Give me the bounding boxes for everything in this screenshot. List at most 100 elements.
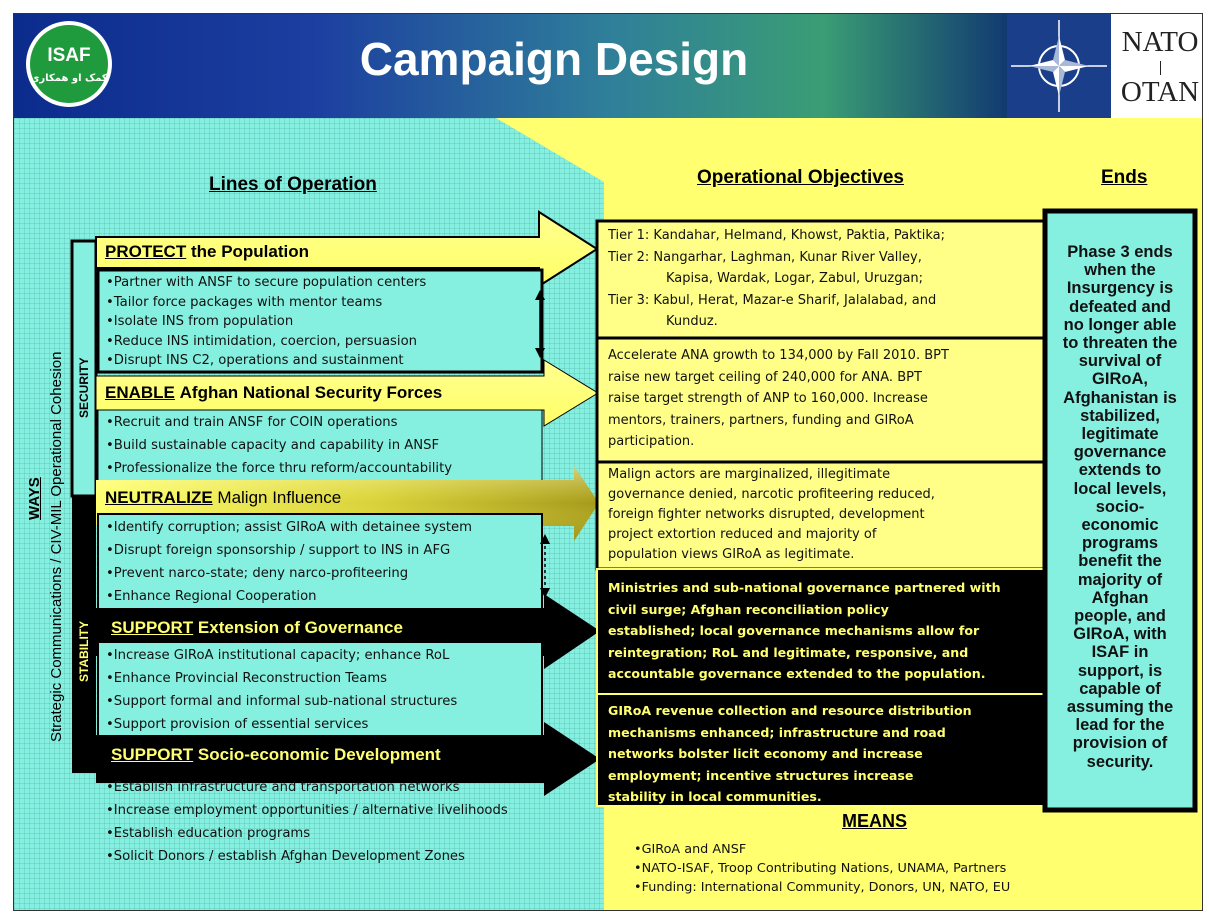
list-item: Establish infrastructure and transportat… (106, 776, 508, 799)
neutralize-items: Identify corruption; assist GIRoA with d… (106, 516, 472, 608)
neutralize-keyword: NEUTRALIZE (105, 488, 213, 507)
isaf-logo-text: ISAF (47, 45, 90, 66)
ends-line: support, is (1077, 661, 1163, 680)
objective-line: population views GIRoA as legitimate. (608, 547, 855, 562)
protect-arrow (95, 210, 599, 288)
list-item: Enhance Regional Cooperation (106, 585, 472, 608)
list-item: Isolate INS from population (106, 312, 426, 332)
list-item: Solicit Donors / establish Afghan Develo… (106, 845, 508, 868)
list-item: Professionalize the force thru reform/ac… (106, 457, 452, 480)
ends-line: socio- (1095, 497, 1145, 516)
means-item: GIRoA and ANSF (634, 840, 1010, 859)
list-item: Reduce INS intimidation, coercion, persu… (106, 332, 426, 352)
enable-heading: ENABLE Afghan National Security Forces (105, 383, 442, 403)
list-item: Disrupt INS C2, operations and sustainme… (106, 351, 426, 371)
objective-line: civil surge; Afghan reconciliation polic… (608, 601, 889, 617)
nato-divider (1160, 61, 1161, 75)
ends-line: Afghan (1091, 588, 1149, 607)
list-item: Prevent narco-state; deny narco-profitee… (106, 562, 472, 585)
objective-line: participation. (608, 434, 695, 449)
ends-line: assuming the (1066, 698, 1174, 717)
page-title: Campaign Design (359, 33, 749, 85)
nato-wordmark (1111, 14, 1202, 118)
governance-rest: Extension of Governance (197, 618, 403, 637)
objective-line: project extortion reduced and majority o… (608, 527, 877, 542)
ends-line: GIRoA, with (1073, 625, 1167, 644)
ends-line: legitimate (1081, 425, 1159, 444)
objective-line: Accelerate ANA growth to 134,000 by Fall… (608, 348, 949, 363)
objective-line: mentors, trainers, partners, funding and… (608, 412, 914, 428)
means-item: NATO-ISAF, Troop Contributing Nations, U… (634, 859, 1010, 878)
objective-line: stability in local communities. (608, 789, 822, 804)
objective-box-4 (596, 568, 1046, 695)
objective-line: mechanisms enhanced; infrastructure and … (608, 724, 946, 740)
list-item: Build sustainable capacity and capabilit… (106, 434, 452, 457)
ends-heading: Ends (1101, 167, 1148, 188)
objective-line: governance denied, narcotic profiteering… (608, 487, 935, 502)
list-item: Establish education programs (106, 822, 508, 845)
means-list: GIRoA and ANSF NATO-ISAF, Troop Contribu… (634, 840, 1011, 897)
ends-line: people, and (1074, 607, 1166, 626)
socioeconomic-rest: Socio-economic Development (197, 745, 441, 764)
ends-line: benefit the (1078, 552, 1162, 571)
strategic-communications-label: Strategic Communications / CIV-MIL Opera… (48, 351, 65, 742)
ends-line: provision of (1072, 734, 1168, 753)
ends-line: stabilized, (1080, 406, 1160, 425)
ends-line: to threaten the (1062, 334, 1178, 353)
objective-line: Ministries and sub-national governance p… (608, 580, 1001, 595)
list-item: Increase employment opportunities / alte… (106, 799, 508, 822)
governance-heading: SUPPORT Extension of Governance (111, 618, 403, 638)
operational-objectives-heading: Operational Objectives (697, 167, 904, 188)
stability-label: STABILITY (77, 620, 91, 682)
ends-line: security. (1086, 752, 1154, 771)
objective-box-1 (595, 219, 1047, 340)
objective-box-3 (595, 460, 1047, 571)
enable-keyword: ENABLE (105, 383, 175, 402)
objective-line: foreign fighter networks disrupted, deve… (608, 507, 925, 522)
governance-items: Increase GIRoA institutional capacity; e… (106, 644, 457, 736)
objective-text-5: GIRoA revenue collection and resource di… (608, 700, 972, 808)
means-item: Funding: International Community, Donors… (634, 878, 1011, 897)
enable-rest: Afghan National Security Forces (179, 383, 443, 402)
objective-line: raise target strength of ANP to 160,000.… (608, 391, 928, 406)
enable-items: Recruit and train ANSF for COIN operatio… (106, 411, 452, 480)
socioeconomic-heading: SUPPORT Socio-economic Development (111, 745, 441, 765)
stability-bracket (72, 496, 96, 773)
ends-line: defeated and (1069, 297, 1171, 316)
otan-label: OTAN (1120, 76, 1200, 108)
security-label: SECURITY (77, 357, 91, 418)
objective-box-2 (595, 336, 1047, 464)
list-item: Identify corruption; assist GIRoA with d… (106, 516, 472, 539)
objective-line: Tier 3: Kabul, Herat, Mazar-e Sharif, Ja… (608, 292, 937, 308)
list-item: Enhance Provincial Reconstruction Teams (106, 667, 457, 690)
list-item: Support formal and informal sub-national… (106, 690, 457, 713)
means-heading: MEANS (842, 811, 908, 831)
objective-text-1: Tier 1: Kandahar, Helmand, Khowst, Pakti… (608, 225, 945, 333)
isaf-logo-script: کمک او همکاری (30, 73, 108, 84)
ends-box (1042, 208, 1198, 813)
list-item: Support provision of essential services (106, 713, 457, 736)
socioeconomic-keyword: SUPPORT (111, 745, 194, 764)
ends-line: programs (1081, 534, 1159, 553)
protect-rest: the Population (190, 242, 310, 261)
objective-line: Kapisa, Wardak, Logar, Zabul, Uruzgan; (666, 271, 924, 286)
ends-line: capable of (1079, 679, 1161, 698)
neutralize-rest: Malign Influence (217, 488, 342, 507)
lines-of-operation-heading: Lines of Operation (209, 174, 377, 195)
nato-star-tile (1007, 14, 1111, 118)
objective-line: GIRoA revenue collection and resource di… (608, 703, 972, 718)
list-item: Recruit and train ANSF for COIN operatio… (106, 411, 452, 434)
objective-line: raise new target ceiling of 240,000 for … (608, 369, 922, 385)
list-item: Disrupt foreign sponsorship / support to… (106, 539, 472, 562)
ends-line: economic (1081, 516, 1159, 535)
ends-line: survival of (1078, 352, 1162, 371)
objective-text-3: Malign actors are marginalized, illegiti… (608, 465, 935, 565)
ways-label: WAYS (26, 477, 43, 520)
ends-line: Phase 3 ends (1067, 243, 1173, 261)
ends-line: governance (1073, 443, 1167, 462)
protect-keyword: PROTECT (105, 242, 187, 261)
objective-line: reintegration; RoL and legitimate, respo… (608, 644, 969, 660)
ends-line: Afghanistan is (1063, 388, 1177, 407)
objective-line: Malign actors are marginalized, illegiti… (608, 467, 891, 482)
